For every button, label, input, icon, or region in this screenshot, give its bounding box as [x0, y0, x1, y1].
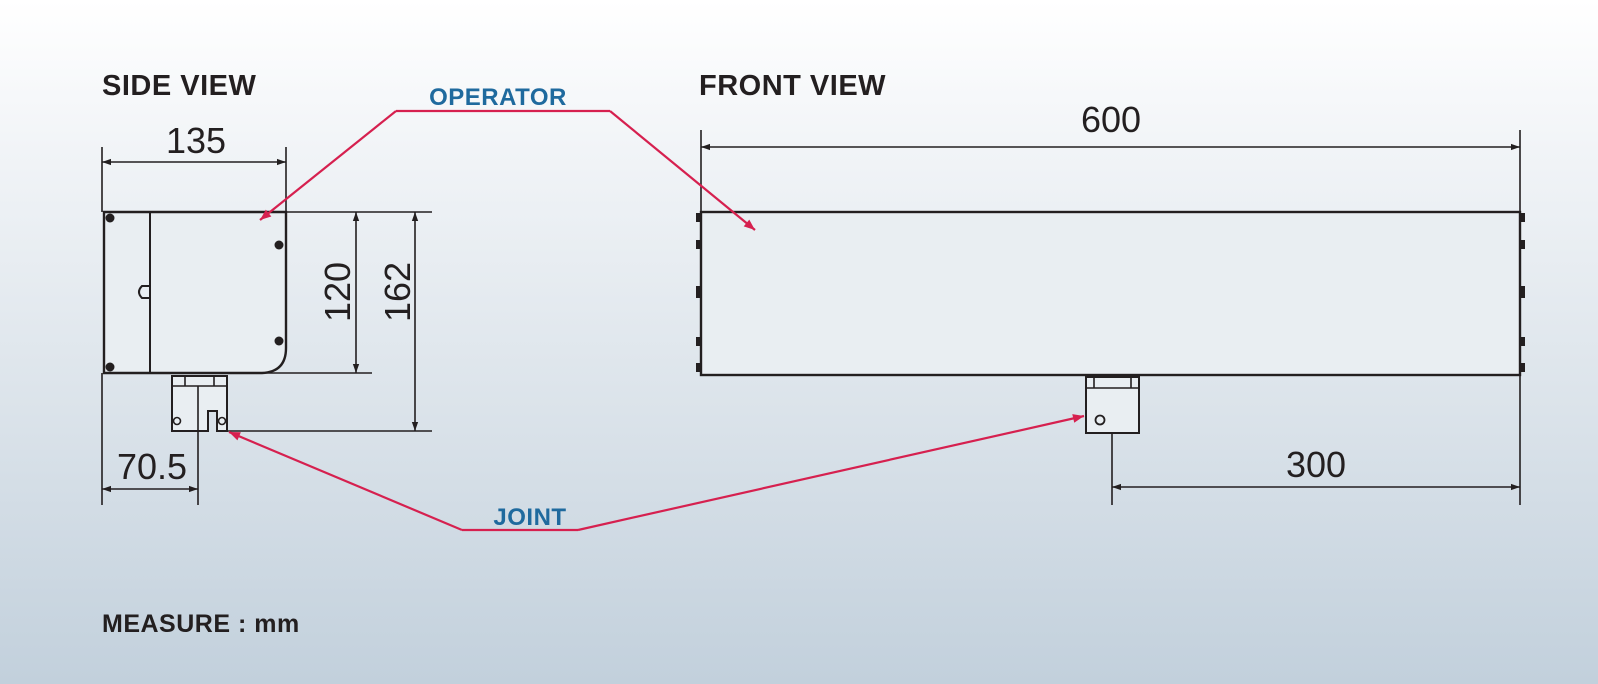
front-view-drawing	[696, 210, 1525, 434]
joint-label: JOINT	[493, 504, 566, 531]
joint-leader-side	[228, 430, 463, 532]
side-view-body	[102, 210, 288, 375]
operator-callout: OPERATOR	[259, 84, 756, 231]
side-view-slot	[138, 285, 150, 299]
dim-side-body-height: 120	[317, 212, 360, 373]
dim-front-joint-offset: 300	[1111, 375, 1521, 505]
joint-leader-front	[577, 414, 1085, 532]
front-view-joint-bracket	[1085, 376, 1140, 434]
dim-side-width: 135	[101, 120, 287, 212]
dim-side-total-height: 162	[377, 212, 419, 431]
operator-leader-side	[259, 110, 397, 221]
side-view-joint-bracket	[171, 375, 228, 432]
side-view-title: SIDE VIEW	[102, 70, 256, 102]
screw-icon	[105, 362, 115, 372]
dim-side-joint-offset: 70.5	[101, 373, 199, 505]
screw-icon	[105, 213, 115, 223]
operator-leader-front	[609, 110, 756, 231]
screw-icon	[274, 240, 284, 250]
front-view-right-cap	[1520, 213, 1525, 372]
side-view-drawing	[102, 210, 288, 432]
dim-side-width-label: 135	[166, 120, 226, 161]
front-view-left-cap	[696, 213, 701, 372]
measure-note: MEASURE : mm	[102, 610, 300, 638]
front-view-body	[699, 210, 1522, 377]
dim-front-joint-offset-label: 300	[1286, 444, 1346, 485]
dim-side-body-height-label: 120	[317, 262, 358, 322]
front-view-title: FRONT VIEW	[699, 70, 886, 102]
screw-icon	[274, 336, 284, 346]
joint-callout: JOINT	[228, 414, 1085, 532]
dim-front-length: 600	[700, 99, 1521, 212]
dim-front-length-label: 600	[1081, 99, 1141, 140]
operator-label: OPERATOR	[429, 84, 567, 111]
dim-side-joint-offset-label: 70.5	[117, 446, 187, 487]
dim-side-total-height-label: 162	[377, 262, 418, 322]
